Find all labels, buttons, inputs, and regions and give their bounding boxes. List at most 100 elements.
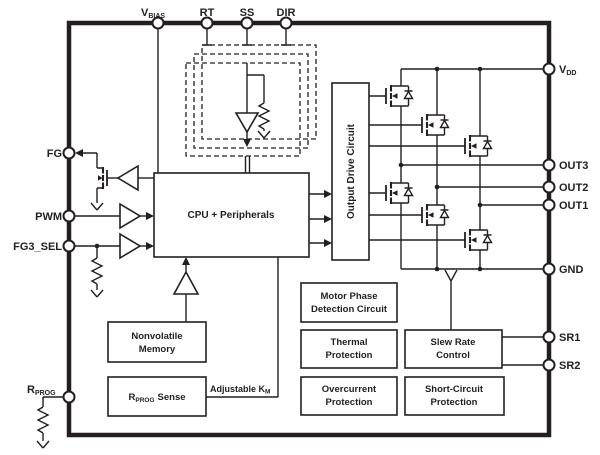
right-arrow-icon [324,190,332,198]
nvm-label-2: Memory [139,344,176,355]
junction-dot [398,162,404,168]
right-arrow-icon [324,239,332,247]
output-drive-label: Output Drive Circuit [346,123,357,219]
right-arrow-icon [324,215,332,223]
amplifier-up-icon [172,270,200,295]
pin-label-ss: SS [240,7,255,19]
mosfet-high-1-icon [384,83,414,109]
mosfet-high-2-icon [420,112,450,138]
mosfet-low-2-icon [420,202,450,228]
overcurrent-label-1: Overcurrent [322,384,377,395]
left-arrow-icon [75,149,83,157]
output-drive-block [331,82,370,261]
pin-label-dir: DIR [277,7,296,19]
pin-label-rt: RT [200,7,215,19]
junction-dot [434,266,440,272]
slew-rate-block [404,329,503,369]
cpu-label: CPU + Peripherals [188,210,275,221]
junction-dot [477,202,483,208]
cpu-to-drive-arrows [309,190,332,247]
pin-dir [279,16,293,30]
short-circuit-label-2: Protection [431,397,478,408]
mosfet-low-3-icon [463,227,493,253]
resistor-icon [258,102,270,130]
pin-out3 [542,158,556,172]
pin-label-out3: OUT3 [559,160,588,172]
junction-dot [434,66,440,72]
pin-label-out2: OUT2 [559,182,588,194]
pin-vdd [542,62,556,76]
buffer-right-icon [119,233,141,259]
slew-rate-wires [444,269,549,366]
amplifier-down-icon [234,112,260,134]
overcurrent-label-2: Protection [326,397,373,408]
cpu-block [153,172,310,258]
ground-icon [90,202,104,211]
pin-label-sr2: SR2 [559,360,580,372]
buffer-right-icon [119,203,141,229]
pin-label-gnd: GND [559,264,584,276]
motor-phase-label-1: Motor Phase [320,291,377,302]
dashed-block-front [185,62,301,157]
gate-drive-wires [369,95,465,241]
thermal-label-1: Thermal [331,337,368,348]
reference-cell [234,63,271,173]
short-circuit-label-1: Short-Circuit [425,384,484,395]
block-labels: CPU + Peripherals Output Drive Circuit N… [128,123,483,408]
junction-dot [477,266,483,272]
nvm-to-cpu [172,257,200,322]
pin-pwm [62,209,76,223]
dashed-block-back [201,44,317,140]
motor-phase-label-2: Detection Circuit [311,304,388,315]
junction-dot [434,184,440,190]
up-arrow-icon [182,257,190,265]
chip-outline [66,20,552,438]
dashed-block-middle [193,53,309,149]
mosfet-high-3-icon [463,133,493,159]
right-arrow-icon [146,242,154,250]
nonvolatile-memory-block [107,321,207,363]
slew-rate-label-1: Slew Rate [431,337,476,348]
pin-label-fg3-sel: FG3_SEL [13,241,62,253]
adjustable-km-label: Adjustable KM [210,384,270,396]
pin-out2 [542,180,556,194]
fg-output-stage [75,149,154,211]
pin-label-rprog: RPROG [27,384,56,397]
oscillator-dashed-blocks [185,44,317,157]
mosfet-low-1-icon [384,180,414,206]
top-pin-wires [157,25,291,173]
ground-icon [257,130,271,139]
slew-rate-label-2: Control [436,350,470,361]
nvm-label-1: Nonvolatile [131,331,182,342]
thermal-protection-block [300,329,398,369]
pin-label-fg: FG [47,148,62,160]
buffer-left-icon [117,165,139,191]
right-arrow-icon [146,212,154,220]
short-circuit-block [404,376,505,416]
overcurrent-protection-block [300,376,398,416]
adjustable-km-wire [206,257,279,398]
pin-ss [240,16,254,30]
bus-connection [244,156,251,173]
rprog-sense-block [107,376,207,417]
pin-fg3-sel [62,239,76,253]
ground-icon [90,289,104,298]
pin-labels: VBIAS RT SS DIR FG PWM FG3_SEL RPROG VDD… [13,7,588,397]
pin-rt [200,16,214,30]
pin-label-pwm: PWM [35,211,62,223]
pin-label-sr1: SR1 [559,332,580,344]
pin-out1 [542,198,556,212]
pin-fg [62,146,76,160]
pwm-input [72,203,154,229]
pin-sr1 [542,330,556,344]
three-phase-bridge [369,66,549,272]
pin-label-vbias: VBIAS [141,7,165,20]
ground-icon [36,440,50,449]
resistor-icon [37,406,49,434]
pin-label-out1: OUT1 [559,200,588,212]
down-arrow-icon [243,139,251,147]
pin-sr2 [542,358,556,372]
